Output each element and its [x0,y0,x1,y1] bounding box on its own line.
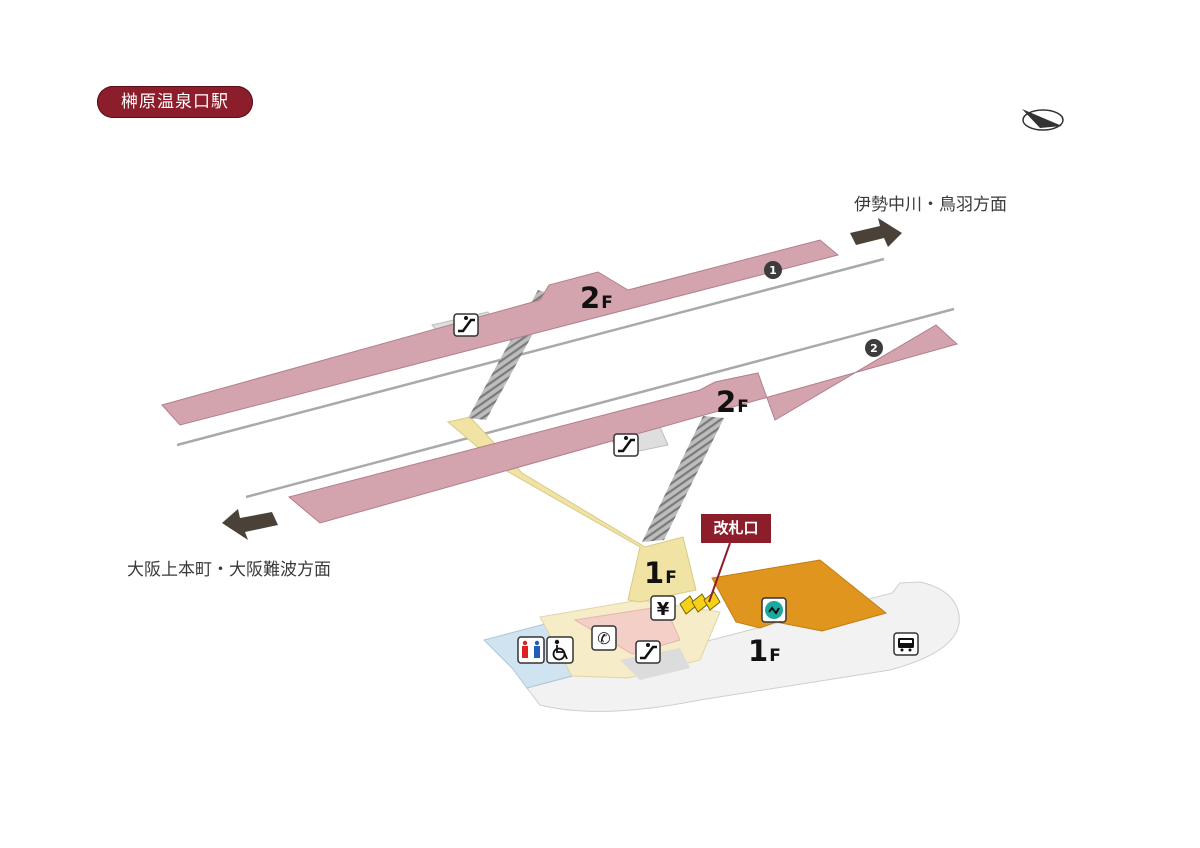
floor-label-ground: 1F [748,634,781,668]
floor-label-platform2: 2F [716,385,749,419]
floor-label-concourse: 1F [644,556,677,590]
ticket-gate-icon [679,591,721,615]
bus-icon [893,632,919,656]
escalator-icon [453,313,479,337]
svg-text:1: 1 [769,264,777,277]
stairs-platform2 [642,416,724,542]
direction-label-down: 大阪上本町・大阪難波方面 [127,560,331,580]
platform-number-1: 1 [764,261,782,279]
ticket-gate-pointer [708,542,731,603]
escalator-icon [613,433,639,457]
escalator-icon [635,640,661,664]
waiting-room-icon [761,597,787,623]
gray-passage [620,648,690,680]
phone-icon: ✆ [591,625,617,651]
arrow-to-osaka [222,509,278,540]
floor-label-platform1: 2F [580,281,613,315]
svg-text:¥: ¥ [657,599,670,620]
track-line-2 [245,307,955,499]
platform-number-2: 2 [865,339,883,357]
arrow-to-ise-nakagawa [850,218,902,247]
track-line-1 [176,257,885,447]
accessible-toilet-icon [546,636,574,664]
direction-label-up: 伊勢中川・鳥羽方面 [854,195,1007,215]
svg-text:2: 2 [870,342,878,355]
atm-icon: ¥ [650,595,676,621]
station-name-badge: 榊原温泉口駅 [97,86,253,118]
platform-2 [287,324,959,524]
platform-1 [161,239,840,426]
ticket-area [711,559,888,632]
ticket-gate-label: 改札口 [701,514,771,543]
svg-text:✆: ✆ [597,629,610,648]
restroom-icon [517,636,545,664]
north-arrow-icon [1022,109,1064,131]
